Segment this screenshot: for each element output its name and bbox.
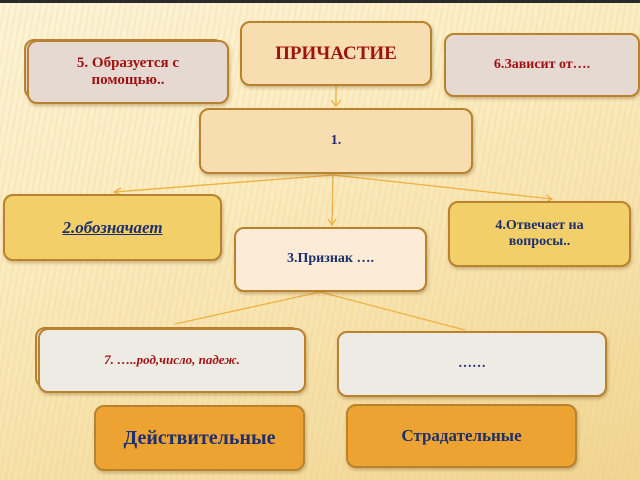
top-bar bbox=[0, 0, 640, 3]
box-denotes-text: 2.обозначает bbox=[62, 217, 163, 237]
box-answers: 4.Отвечает на вопросы.. bbox=[448, 201, 631, 267]
box-depends-text: 6.Зависит от…. bbox=[493, 56, 591, 72]
box-formed-text: 5. Образуется с помощью.. bbox=[76, 54, 180, 88]
box-denotes: 2.обозначает bbox=[3, 194, 222, 261]
box-passive-text: Страдательные bbox=[401, 426, 522, 446]
box-active: Действительные bbox=[94, 405, 305, 471]
title-box: ПРИЧАСТИЕ bbox=[240, 21, 432, 86]
box-dots: …… bbox=[337, 331, 607, 397]
box-one-text: 1. bbox=[330, 132, 342, 148]
box-feature: 3.Признак …. bbox=[234, 227, 427, 292]
box-seven: 7. …..род,число, падеж. bbox=[35, 327, 306, 393]
box-active-text: Действительные bbox=[123, 426, 276, 449]
box-answers-text: 4.Отвечает на вопросы.. bbox=[495, 217, 584, 249]
box-dots-text: …… bbox=[458, 355, 486, 371]
box-formed: 5. Образуется с помощью.. bbox=[24, 39, 229, 104]
box-depends: 6.Зависит от…. bbox=[444, 33, 640, 97]
box-one: 1. bbox=[199, 108, 473, 174]
box-feature-text: 3.Признак …. bbox=[286, 251, 374, 267]
box-seven-text: 7. …..род,число, падеж. bbox=[104, 352, 240, 368]
box-passive: Страдательные bbox=[346, 404, 577, 468]
title-text: ПРИЧАСТИЕ bbox=[275, 42, 397, 64]
